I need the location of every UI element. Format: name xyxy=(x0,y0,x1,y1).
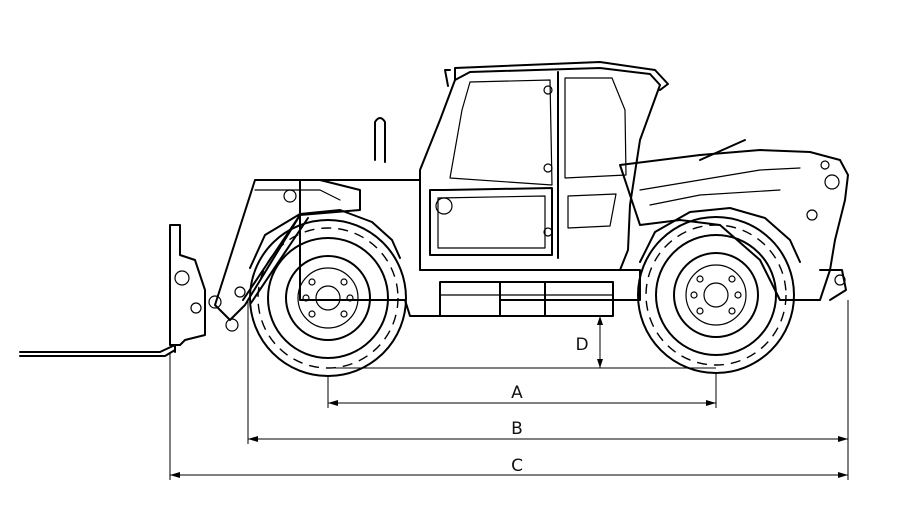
operator-cab xyxy=(374,61,746,271)
fork-carriage xyxy=(19,224,206,357)
dimension-b: B xyxy=(248,419,848,442)
dimension-lines: D A B C xyxy=(169,300,849,480)
dimension-c-label: C xyxy=(511,456,523,476)
dimension-a-label: A xyxy=(511,383,523,403)
dimension-d: D xyxy=(328,315,716,369)
dimension-d-label: D xyxy=(575,335,588,355)
rear-wheel xyxy=(637,207,801,374)
dimension-a: A xyxy=(328,383,716,406)
dimension-b-label: B xyxy=(511,419,523,439)
front-wheel xyxy=(249,209,407,377)
telehandler-body xyxy=(299,149,849,317)
dimension-c: C xyxy=(170,456,848,478)
